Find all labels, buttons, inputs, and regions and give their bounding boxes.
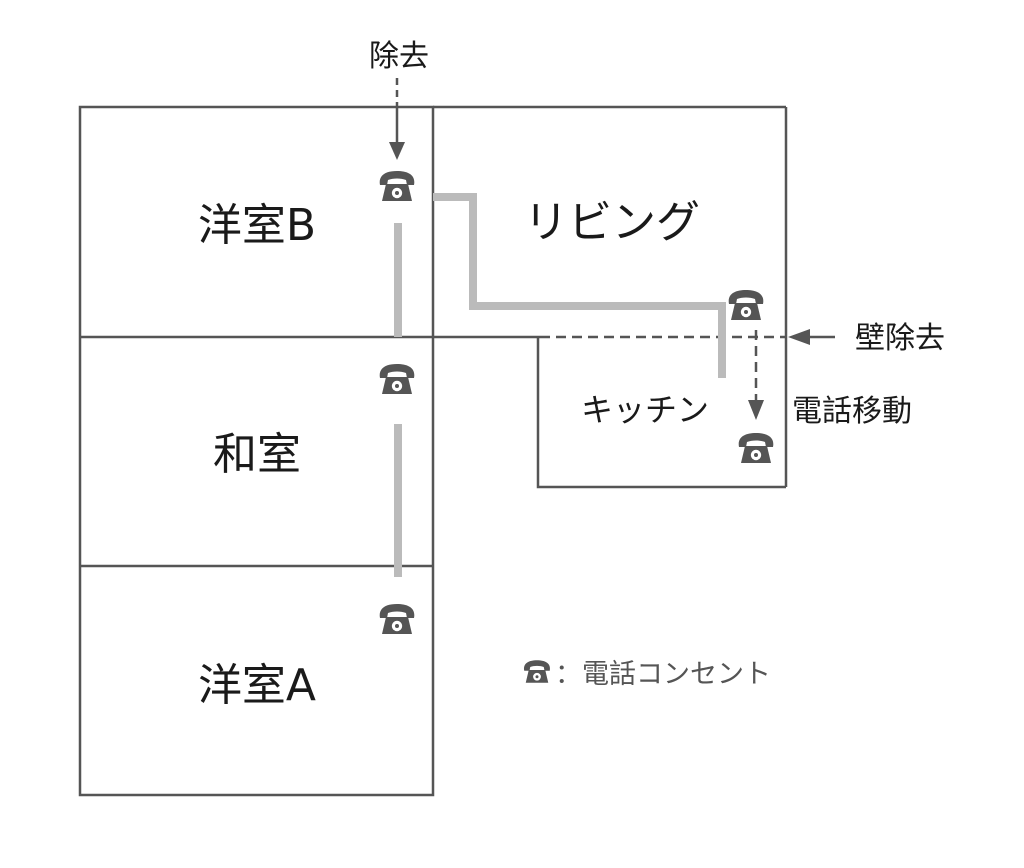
living-cable xyxy=(433,193,726,378)
removal-arrowhead xyxy=(389,142,405,160)
room-label-japanese: 和室 xyxy=(213,429,301,480)
wall-removal-arrowhead xyxy=(788,329,810,345)
telephone-icon xyxy=(379,171,415,201)
room-label-living: リビング xyxy=(524,197,700,248)
phone-move-arrowhead xyxy=(748,400,764,420)
telephone-icon xyxy=(379,364,415,394)
telephone-icon xyxy=(379,604,415,634)
room-label-western-b: 洋室B xyxy=(198,200,316,251)
legend-text: ：電話コンセント xyxy=(555,659,771,690)
legend-telephone-icon xyxy=(524,660,550,683)
removal-label: 除去 xyxy=(369,39,429,74)
telephone-icon xyxy=(738,433,774,463)
phone-move-label: 電話移動 xyxy=(792,394,912,429)
kitchen-wall xyxy=(536,337,786,489)
walls xyxy=(78,105,788,797)
room-label-kitchen: キッチン xyxy=(581,391,709,429)
telephone-icon xyxy=(728,290,764,320)
left-block-wall xyxy=(78,105,435,797)
wall-removal-label: 壁除去 xyxy=(855,321,945,356)
room-label-western-a: 洋室A xyxy=(198,660,316,711)
cables xyxy=(394,193,726,577)
